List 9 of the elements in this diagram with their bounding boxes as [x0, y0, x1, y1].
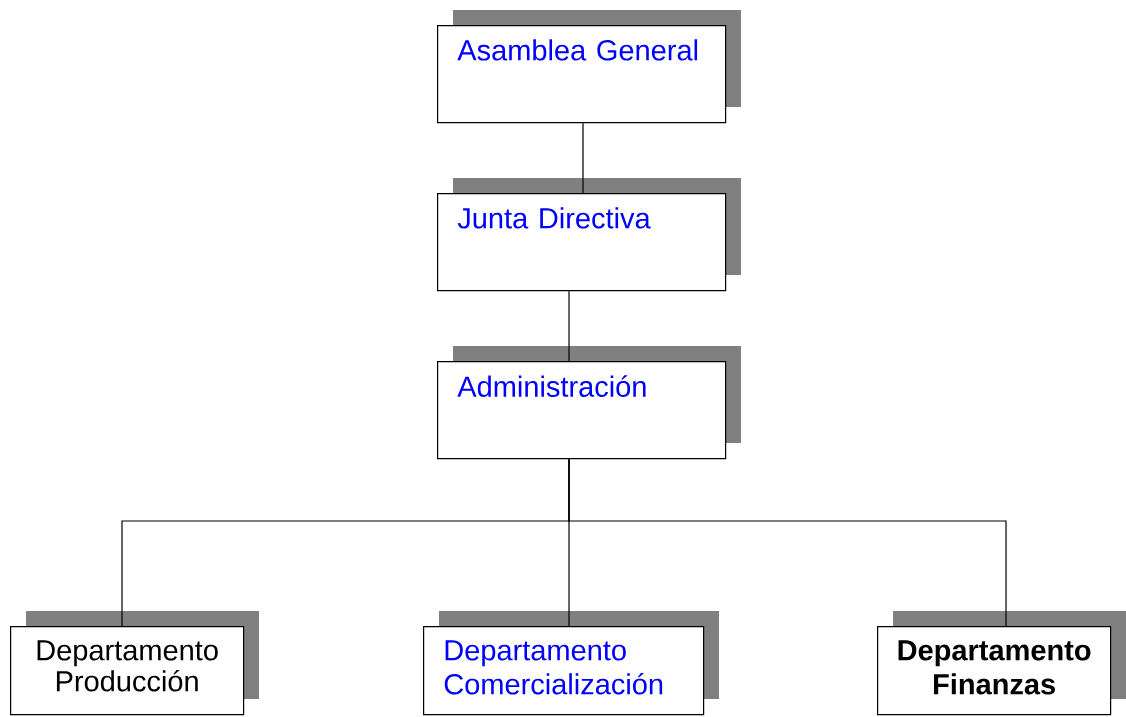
- org-box: Junta Directiva: [437, 178, 741, 292]
- org-box: Departamento Producción: [10, 611, 259, 716]
- org-box: Administración: [437, 346, 741, 460]
- connector-line: [568, 290, 570, 362]
- connector-line: [582, 122, 584, 194]
- org-box: Departamento Comercialización: [423, 611, 719, 716]
- org-box: Asamblea General: [437, 10, 741, 124]
- org-box: Departamento Finanzas: [877, 611, 1126, 716]
- connector-line: [568, 458, 1007, 627]
